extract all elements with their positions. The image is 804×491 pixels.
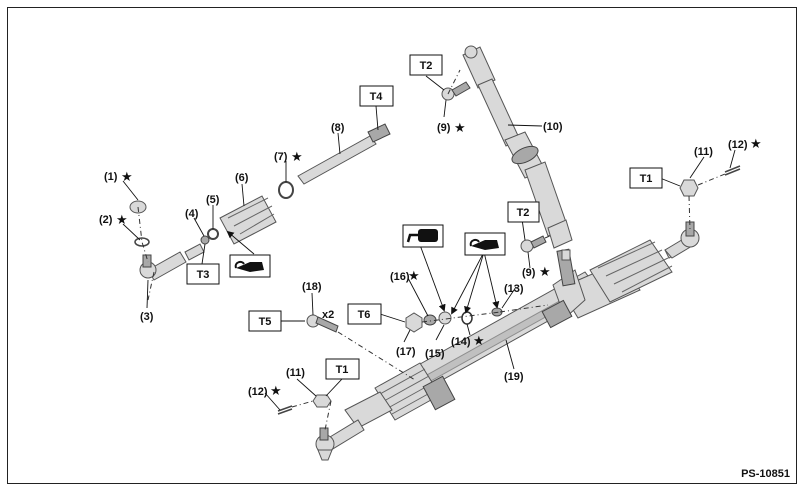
svg-text:T5: T5	[259, 316, 272, 328]
grease-icon	[402, 224, 444, 248]
label-part-11-lower: (11)	[286, 367, 305, 379]
label-part-18: (18)	[302, 281, 322, 293]
label-part-5: (5)	[206, 194, 220, 206]
label-part-6: (6)	[235, 172, 249, 184]
star-icon: ★	[473, 334, 485, 349]
label-part-11-right: (11)	[694, 146, 713, 158]
label-part-1: (1)	[104, 171, 118, 183]
label-part-19: (19)	[504, 371, 524, 383]
star-icon: ★	[270, 384, 282, 399]
o-ring	[461, 311, 473, 325]
steering-boot	[219, 195, 277, 245]
label-part-9-upper: (9)	[437, 122, 451, 134]
star-icon: ★	[750, 137, 762, 152]
steering-shaft	[462, 45, 573, 249]
inner-tie-rod	[297, 123, 391, 185]
svg-text:T4: T4	[370, 91, 384, 103]
svg-text:T6: T6	[358, 309, 371, 321]
torque-box-t4: T4	[359, 85, 394, 107]
label-part-8: (8)	[331, 122, 345, 134]
label-part-3: (3)	[140, 311, 154, 323]
label-part-7: (7)	[274, 151, 288, 163]
quantity-note: x2	[322, 309, 334, 321]
castle-nut-right	[679, 179, 699, 197]
tie-rod-end-left	[139, 243, 205, 281]
star-icon: ★	[291, 150, 303, 165]
torque-box-t2-upper: T2	[409, 54, 443, 76]
bolt-upper	[441, 81, 471, 101]
spring-plug	[438, 311, 452, 325]
boot-clamp-large	[278, 181, 294, 199]
rack-housing	[344, 235, 695, 429]
label-part-2: (2)	[99, 214, 113, 226]
label-part-4: (4)	[185, 208, 199, 220]
label-part-9-lower: (9)	[522, 267, 536, 279]
castle-nut-lower	[312, 394, 332, 408]
cotter-pin-lower	[277, 405, 293, 415]
label-part-13: (13)	[504, 283, 524, 295]
svg-text:T3: T3	[197, 269, 210, 281]
tie-rod-end-right	[664, 221, 700, 259]
torque-box-t1-lower: T1	[325, 358, 360, 380]
diagram-frame	[7, 7, 797, 484]
mounting-bolt	[306, 314, 339, 333]
bolt-lower	[520, 235, 547, 253]
boot-clamp-small	[207, 228, 219, 240]
torque-box-t3: T3	[186, 263, 220, 285]
star-icon: ★	[454, 121, 466, 136]
label-part-12-right: (12)	[728, 139, 748, 151]
label-part-12-lower: (12)	[248, 386, 268, 398]
figure-reference: PS-10851	[741, 468, 790, 480]
star-icon: ★	[408, 269, 420, 284]
lock-nut	[200, 235, 210, 245]
star-icon: ★	[539, 265, 551, 280]
star-icon: ★	[121, 170, 133, 185]
label-part-14: (14)	[451, 336, 471, 348]
torque-box-t5: T5	[248, 310, 282, 332]
adjusting-screw-washer	[405, 312, 423, 333]
label-part-10: (10)	[543, 121, 563, 133]
label-part-15: (15)	[425, 348, 445, 360]
svg-text:T1: T1	[640, 173, 653, 185]
torque-box-t1-right: T1	[629, 167, 663, 189]
sealant-tube-icon	[229, 254, 271, 278]
torque-box-t2-lower: T2	[507, 201, 540, 223]
label-part-16: (16)	[390, 271, 410, 283]
star-icon: ★	[116, 213, 128, 228]
svg-text:T2: T2	[420, 60, 433, 72]
cotter-pin-ring	[134, 237, 150, 247]
svg-text:T1: T1	[336, 364, 349, 376]
sealant-tube-icon	[464, 232, 506, 256]
torque-box-t6: T6	[347, 303, 382, 325]
cotter-pin-right	[724, 165, 741, 176]
label-part-17: (17)	[396, 346, 416, 358]
svg-text:T2: T2	[517, 207, 530, 219]
tie-rod-end-lower	[315, 419, 365, 461]
